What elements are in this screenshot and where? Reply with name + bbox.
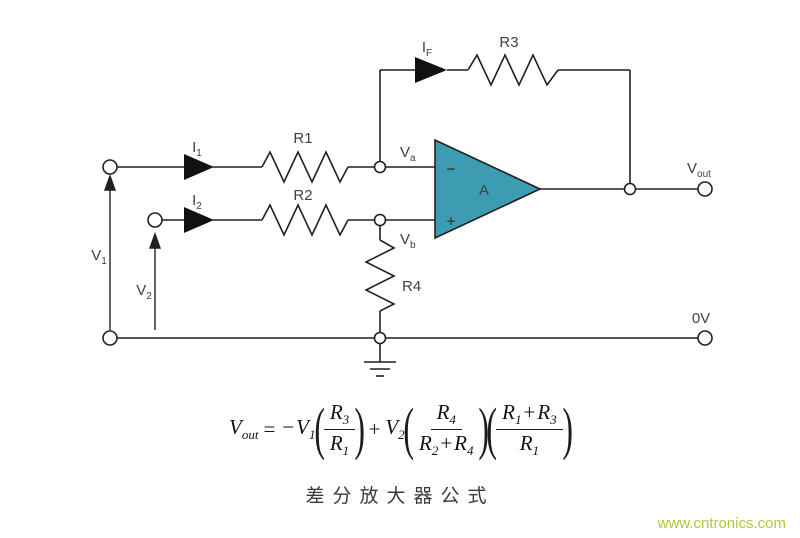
v1-arrowhead <box>104 173 116 191</box>
formula-v2-base: V <box>385 414 399 439</box>
formula-lparen-2: ( <box>403 396 414 461</box>
node-ground <box>373 331 387 345</box>
resistor-r1 <box>261 150 349 184</box>
frac2-den-plus: + <box>440 430 453 455</box>
formula-minus: − <box>282 414 295 439</box>
r4-label: R4 <box>402 278 421 295</box>
formula-rparen-3: ) <box>561 396 573 461</box>
opamp-triangle <box>434 138 542 240</box>
i2-label: I2 <box>192 192 202 212</box>
frac1-num-r: R <box>329 400 343 425</box>
va-label: Va <box>400 144 416 164</box>
r3-label: R3 <box>499 34 518 51</box>
opamp-minus-sign: − <box>447 161 456 178</box>
v2-label: V2 <box>136 282 152 302</box>
vb-label: Vb <box>400 231 416 251</box>
frac3-den-r: R <box>519 430 533 455</box>
i1-current-arrow <box>184 154 214 180</box>
terminal-ground-right <box>697 330 713 346</box>
formula-vout-base: V <box>229 414 242 439</box>
formula-rparen-2: ) <box>478 396 490 461</box>
formula-frac2-num: R4 <box>430 399 462 430</box>
frac1-num-sub: 3 <box>342 412 350 428</box>
frac2-den-r1: R <box>418 430 432 455</box>
frac3-num-sub2: 3 <box>550 412 557 428</box>
formula-frac3-num: R1+R3 <box>496 399 563 430</box>
frac3-num-sub1: 1 <box>514 412 522 428</box>
formula-frac2: R4 R2+R4 <box>413 399 480 459</box>
formula-frac1: R3 R1 <box>323 399 356 459</box>
node-va <box>373 160 387 174</box>
formula-vout: Vout <box>229 415 258 443</box>
formula-frac3-den: R1 <box>514 430 545 459</box>
frac2-den-r2: R <box>454 430 467 455</box>
opamp-gain-label: A <box>479 182 489 199</box>
terminal-input2 <box>147 212 163 228</box>
terminal-input1 <box>102 159 118 175</box>
voltage-arrows <box>104 173 161 330</box>
formula-rparen-1: ) <box>354 396 366 461</box>
formula-v1-base: V <box>296 414 309 439</box>
formula-v1-sub: 1 <box>309 427 316 443</box>
current-arrows <box>184 57 447 233</box>
resistor-r4 <box>364 239 396 312</box>
terminals <box>102 159 713 346</box>
i2-current-arrow <box>184 207 214 233</box>
vout-label: Vout <box>687 160 711 180</box>
i1-label: I1 <box>192 139 202 159</box>
resistor-r2 <box>261 203 349 237</box>
frac2-den-sub1: 2 <box>431 442 439 458</box>
zero-volt-label: 0V <box>692 310 710 327</box>
formula-equals: = <box>263 416 276 441</box>
formula-plus: + <box>368 416 381 441</box>
frac3-den-sub: 1 <box>532 442 540 458</box>
opamp-plus-sign: + <box>447 213 456 230</box>
formula-lparen-3: ( <box>486 396 497 461</box>
circuit-diagram: − + A I1 I2 IF R1 R2 R3 R4 Va Vb V1 V2 <box>91 34 713 377</box>
formula-frac2-den: R2+R4 <box>413 430 480 459</box>
frac2-den-sub2: 4 <box>466 442 474 458</box>
frac3-num-r2: R <box>537 400 551 425</box>
if-current-arrow <box>415 57 447 83</box>
output-formula: Vout = −V1 ( R3 R1 ) + V2 ( R4 R2+R4 ) (… <box>0 392 800 466</box>
frac1-den-sub: 1 <box>342 442 350 458</box>
frac3-num-plus: + <box>523 400 536 425</box>
terminal-output <box>697 181 713 197</box>
formula-term2-coeff: V2 <box>385 415 404 443</box>
formula-frac1-num: R3 <box>323 399 356 430</box>
terminal-ground-left <box>102 330 118 346</box>
formula-frac3: R1+R3 R1 <box>496 399 563 459</box>
resistor-r3 <box>467 53 559 87</box>
frac1-den-r: R <box>329 430 343 455</box>
formula-term1-coeff: −V1 <box>280 415 315 443</box>
formula-lparen-1: ( <box>313 396 325 461</box>
frac2-num-sub: 4 <box>449 412 456 428</box>
formula-vout-sub: out <box>241 427 259 443</box>
v2-arrowhead <box>149 231 161 249</box>
r2-label: R2 <box>293 187 312 204</box>
node-vb <box>373 213 387 227</box>
figure-caption: 差分放大器公式 <box>305 486 495 507</box>
formula-frac1-den: R1 <box>324 430 355 459</box>
junction-nodes <box>373 160 637 345</box>
node-output <box>623 182 637 196</box>
if-label: IF <box>422 39 432 59</box>
frac3-num-r1: R <box>502 400 515 425</box>
site-watermark: www.cntronics.com <box>657 515 786 532</box>
frac2-num-r: R <box>436 400 450 425</box>
formula-v2-sub: 2 <box>398 427 405 443</box>
wires <box>117 53 698 377</box>
r1-label: R1 <box>293 130 312 147</box>
v1-label: V1 <box>91 247 107 267</box>
